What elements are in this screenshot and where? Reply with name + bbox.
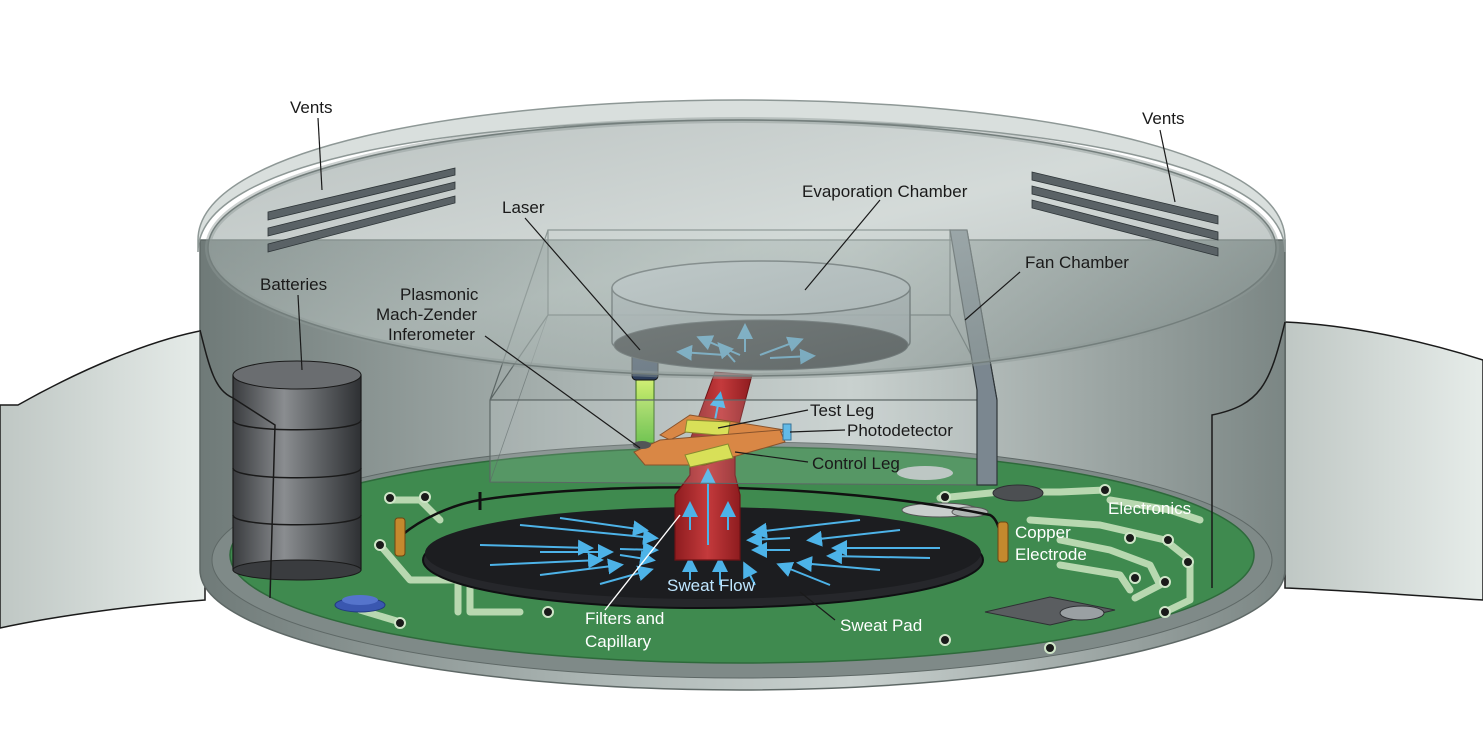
- right-strap: [1284, 321, 1483, 601]
- label-plasmonic-1: Plasmonic: [400, 285, 479, 304]
- label-copper-1: Copper: [1015, 523, 1071, 542]
- label-copper-2: Electrode: [1015, 545, 1087, 564]
- label-filters-2: Capillary: [585, 632, 652, 651]
- label-vents-left: Vents: [290, 98, 333, 117]
- batteries: [232, 360, 362, 581]
- label-photodetector: Photodetector: [847, 421, 953, 440]
- left-strap: [0, 329, 206, 629]
- label-control-leg: Control Leg: [812, 454, 900, 473]
- mach-zehnder-interferometer: [633, 371, 792, 468]
- label-filters-1: Filters and: [585, 609, 664, 628]
- label-sweat-pad: Sweat Pad: [840, 616, 922, 635]
- label-batteries: Batteries: [260, 275, 327, 294]
- vents-left: [267, 167, 456, 253]
- label-sweat-flow: Sweat Flow: [667, 576, 756, 595]
- lid: [197, 99, 1286, 379]
- label-vents-right: Vents: [1142, 109, 1185, 128]
- label-evaporation-chamber: Evaporation Chamber: [802, 182, 968, 201]
- label-plasmonic-3: Inferometer: [388, 325, 475, 344]
- label-laser: Laser: [502, 198, 545, 217]
- label-electronics: Electronics: [1108, 499, 1191, 518]
- label-plasmonic-2: Mach-Zender: [376, 305, 477, 324]
- copper-electrode-right: [997, 521, 1009, 563]
- left-strap-loop: [199, 329, 276, 599]
- vents-right: [1031, 171, 1219, 257]
- right-strap-loop: [1211, 321, 1286, 588]
- label-fan-chamber: Fan Chamber: [1025, 253, 1129, 272]
- copper-electrode-left: [394, 517, 406, 557]
- leader-lines: [297, 117, 1176, 621]
- sweat-flow-arrows: [479, 517, 940, 586]
- label-test-leg: Test Leg: [810, 401, 874, 420]
